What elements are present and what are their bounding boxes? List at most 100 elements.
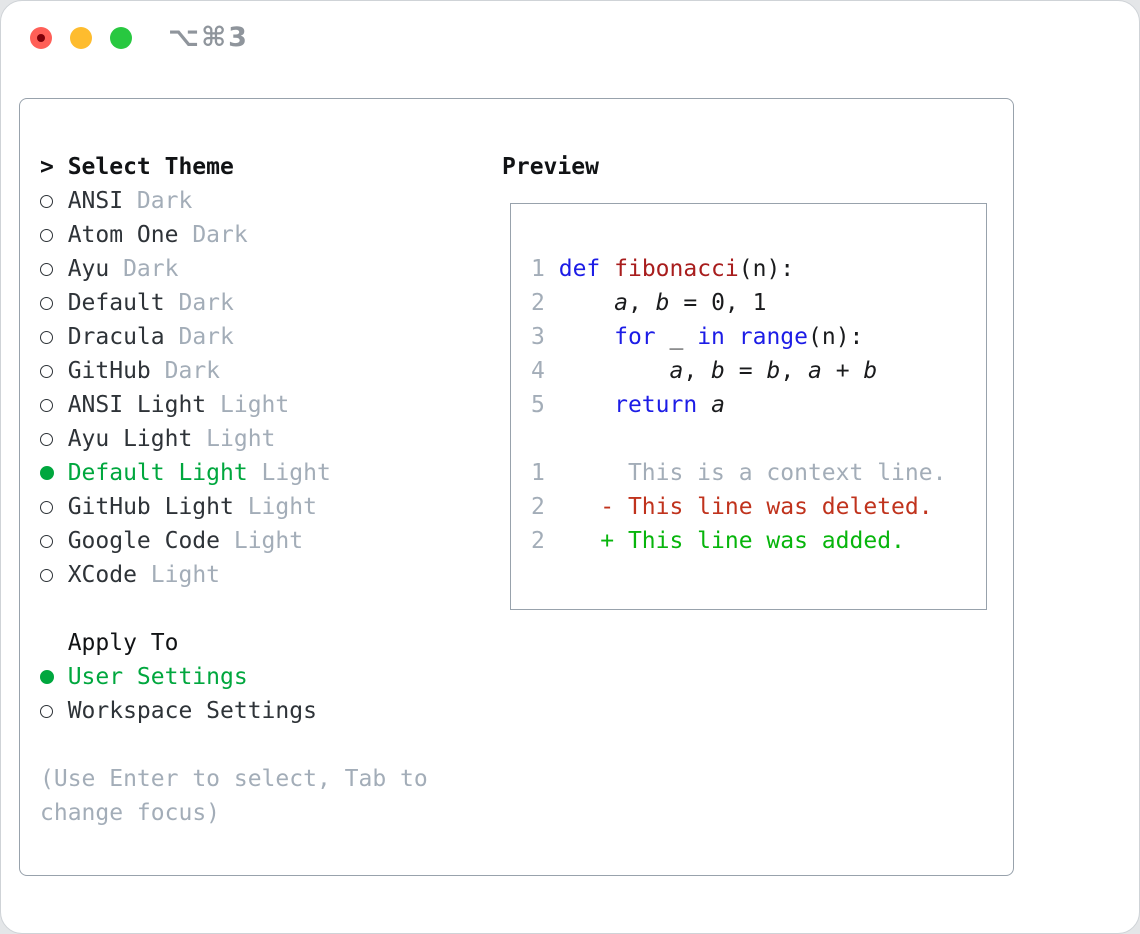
code-token: = [724,358,767,384]
hint-line-2: change focus) [40,800,221,826]
radio-icon [40,500,68,514]
line-number: 2 [531,494,545,520]
code-token: , [627,290,656,316]
radio-icon [40,568,68,582]
theme-variant-tag: Dark [150,358,221,384]
code-line: 3 for _ in range(n): [531,320,986,354]
code-token [697,388,711,422]
theme-variant-tag: Dark [109,256,179,282]
code-line: 2 + This line was added. [531,524,986,558]
theme-option-github[interactable]: GitHub Dark [40,354,428,388]
apply-option-label: User Settings [67,664,248,690]
code-line: 1 This is a context line. [531,456,986,490]
theme-option-label: Default [67,290,165,316]
theme-option-xcode[interactable]: XCode Light [40,558,428,592]
theme-list-header: >Select Theme [40,150,428,184]
code-token: _ [655,324,698,350]
code-line: 4 a, b = b, a + b [531,354,986,388]
theme-option-google-code[interactable]: Google Code Light [40,524,428,558]
blank-line [531,422,986,456]
code-token: fibonacci [614,256,739,282]
theme-option-default[interactable]: Default Dark [40,286,428,320]
radio-icon [40,432,68,446]
theme-option-atom-one[interactable]: Atom One Dark [40,218,428,252]
preview-title: Preview [502,154,599,180]
hint-line-1: (Use Enter to select, Tab to [40,766,428,792]
theme-option-label: ANSI [67,188,124,214]
unsaved-indicator-dot [37,34,45,42]
theme-option-label: Google Code [67,528,221,554]
titlebar[interactable]: ⌥⌘3 [1,1,1139,76]
theme-option-label: Default Light [67,460,248,486]
theme-variant-tag: Dark [178,222,248,248]
select-theme-title: Select Theme [67,154,234,180]
code-token: range [738,324,809,350]
minimize-button[interactable] [70,27,92,49]
code-token [725,320,739,354]
code-token [545,354,670,388]
line-number: 1 [531,256,545,282]
theme-option-label: Dracula [67,324,165,350]
code-token: a [669,358,684,384]
apply-option-workspace-settings[interactable]: Workspace Settings [40,694,428,728]
code-token: a [614,290,628,316]
window-title: ⌥⌘3 [168,22,249,53]
code-token: return [614,392,698,418]
code-token: def [558,256,601,282]
close-button[interactable] [30,27,52,49]
code-token [600,252,614,286]
theme-option-default-light[interactable]: Default Light Light [40,456,428,490]
apply-to-header: Apply To [40,626,428,660]
theme-option-ansi[interactable]: ANSI Dark [40,184,428,218]
theme-option-label: GitHub [67,358,151,384]
radio-icon [40,534,68,548]
code-token: + This line was added. [600,528,905,554]
line-number: 4 [531,358,545,384]
apply-option-label: Workspace Settings [67,698,317,724]
code-token: b [863,358,878,384]
code-token [545,320,614,354]
apply-option-user-settings[interactable]: User Settings [40,660,428,694]
theme-option-dracula[interactable]: Dracula Dark [40,320,428,354]
code-token [545,286,614,320]
line-number: 2 [531,290,545,316]
theme-variant-tag: Dark [164,290,234,316]
line-number: 1 [531,460,545,486]
theme-option-ansi-light[interactable]: ANSI Light Light [40,388,428,422]
theme-option-github-light[interactable]: GitHub Light Light [40,490,428,524]
code-token: , [780,358,809,384]
code-line: 2 a, b = 0, 1 [531,286,986,320]
radio-icon [40,330,68,344]
theme-option-ayu[interactable]: Ayu Dark [40,252,428,286]
theme-variant-tag: Light [206,392,290,418]
apply-to-title: Apply To [67,630,179,656]
code-token: b [711,358,725,384]
theme-option-label: Atom One [67,222,179,248]
code-token: for [614,324,656,350]
line-number: 2 [531,528,545,554]
line-number: 3 [531,324,545,350]
radio-icon [40,296,68,310]
theme-option-label: GitHub Light [67,494,234,520]
theme-variant-tag: Light [247,460,331,486]
radio-icon [40,194,68,208]
line-number: 5 [531,392,545,418]
radio-icon [40,364,68,378]
zoom-button[interactable] [110,27,132,49]
theme-option-label: ANSI Light [67,392,207,418]
theme-option-label: Ayu Light [67,426,193,452]
code-token: a [808,358,822,384]
code-token [545,524,600,558]
code-token [545,490,600,524]
theme-option-label: XCode [67,562,137,588]
code-token: (n): [808,324,864,350]
code-token: - This line was deleted. [600,494,933,520]
theme-variant-tag: Light [220,528,304,554]
code-token: b [766,358,781,384]
radio-icon [40,228,68,242]
theme-option-ayu-light[interactable]: Ayu Light Light [40,422,428,456]
